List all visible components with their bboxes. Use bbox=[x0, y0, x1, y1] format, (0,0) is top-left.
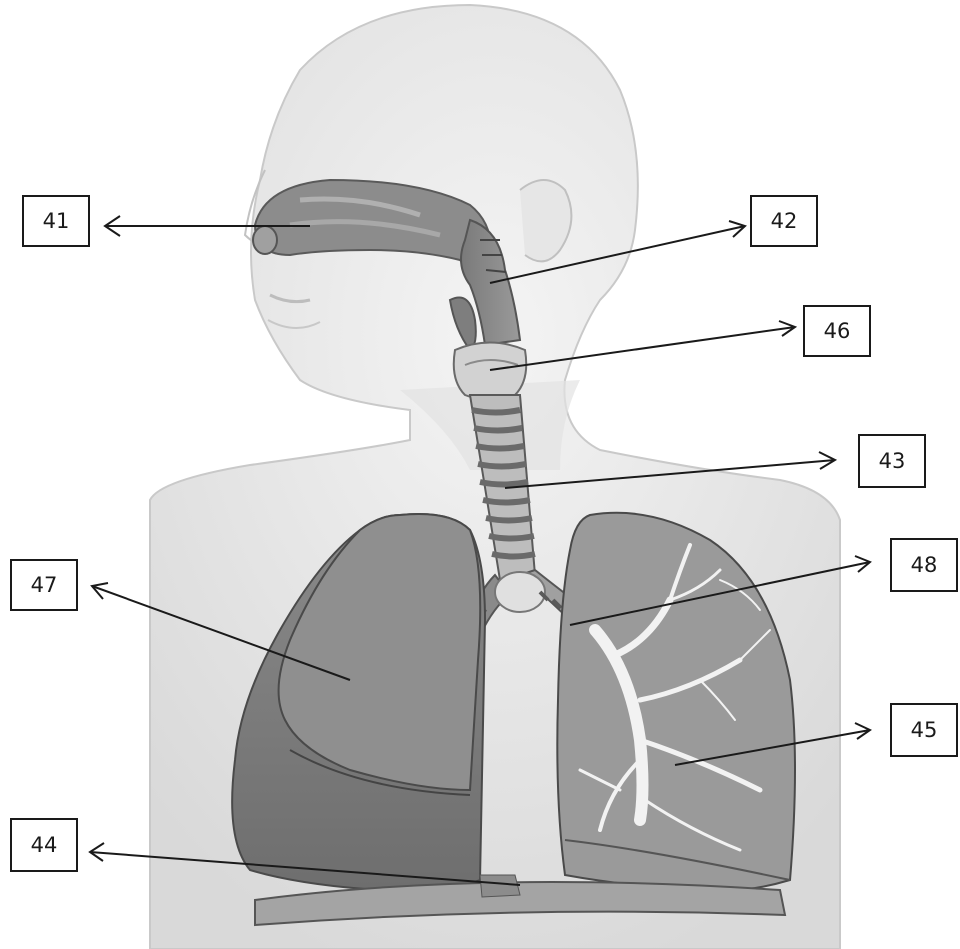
label-44: 44 bbox=[10, 818, 78, 872]
label-47: 47 bbox=[10, 559, 78, 611]
label-42: 42 bbox=[750, 195, 818, 247]
label-46: 46 bbox=[803, 305, 871, 357]
label-41: 41 bbox=[22, 195, 90, 247]
label-45: 45 bbox=[890, 703, 958, 757]
label-43: 43 bbox=[858, 434, 926, 488]
larynx bbox=[454, 343, 527, 401]
label-48: 48 bbox=[890, 538, 958, 592]
